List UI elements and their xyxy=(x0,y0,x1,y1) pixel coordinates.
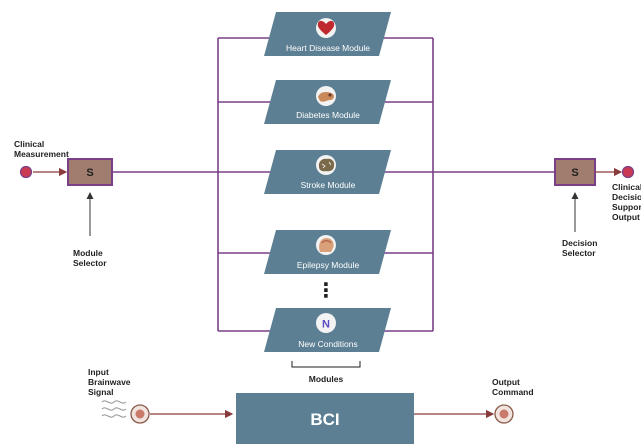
modules-bracket: Modules xyxy=(291,361,361,384)
clinical-measurement-label-line1: Clinical xyxy=(14,139,44,149)
bci-input-port-core xyxy=(135,409,145,419)
module-selector-symbol: S xyxy=(86,167,93,179)
new-condition-icon: N xyxy=(316,313,336,333)
decision-selector-label-line2: Selector xyxy=(562,248,596,258)
module-epilepsy: Epilepsy Module xyxy=(264,230,391,274)
output-label-line1: Clinical xyxy=(612,182,641,192)
heart-icon xyxy=(316,18,336,38)
module-stroke-label: Stroke Module xyxy=(301,180,356,190)
clinical-decision-output: Clinical Decision Support Output xyxy=(595,165,641,222)
module-selector-box xyxy=(67,158,113,186)
modules-caption: Modules xyxy=(309,374,344,384)
decision-selector-label: Decision Selector xyxy=(562,238,600,258)
output-command-label-line1: Output xyxy=(492,377,520,387)
modules-ellipsis: ⋮ xyxy=(316,278,336,302)
output-command-label: Output Command xyxy=(492,377,534,397)
input-brainwave-label: Input Brainwave Signal xyxy=(88,367,133,397)
epilepsy-head-icon xyxy=(316,235,336,255)
bci-box xyxy=(236,393,414,444)
decision-selector-symbol: S xyxy=(571,167,578,179)
output-label-line3: Support xyxy=(612,202,641,212)
brainwave-icon xyxy=(101,400,127,418)
module-new-conditions-label: New Conditions xyxy=(298,339,358,349)
decision-selector-label-line1: Decision xyxy=(562,238,597,248)
new-condition-icon-letter: N xyxy=(322,319,330,331)
module-diabetes-label: Diabetes Module xyxy=(296,110,360,120)
output-label-line4: Output xyxy=(612,212,640,222)
input-brainwave-label-line3: Signal xyxy=(88,387,114,397)
output-label-line2: Decision xyxy=(612,192,641,202)
input-brainwave-label-line2: Brainwave xyxy=(88,377,131,387)
pancreas-icon xyxy=(316,86,336,106)
module-heart-disease: Heart Disease Module xyxy=(264,12,391,56)
module-new-conditions: N New Conditions xyxy=(264,308,391,352)
input-port xyxy=(19,165,33,179)
module-heart-disease-label: Heart Disease Module xyxy=(286,43,370,53)
clinical-decision-output-label: Clinical Decision Support Output xyxy=(612,182,641,222)
input-brainwave-label-line1: Input xyxy=(88,367,109,377)
decision-selector: S Decision Selector xyxy=(554,158,600,258)
clinical-measurement-label-line2: Measurement xyxy=(14,149,69,159)
clinical-measurement-label: Clinical Measurement xyxy=(14,139,69,159)
module-selector-label: Module Selector xyxy=(73,248,107,268)
module-selector-label-line1: Module xyxy=(73,248,103,258)
output-command-label-line2: Command xyxy=(492,387,534,397)
bci-output-port-core xyxy=(499,409,509,419)
module-selector: S Module Selector xyxy=(67,158,113,268)
brain-icon xyxy=(316,155,336,175)
bci-section: Input Brainwave Signal BCI Output Comman… xyxy=(88,367,534,444)
module-stroke: Stroke Module xyxy=(264,150,391,194)
output-port xyxy=(621,165,635,179)
module-epilepsy-label: Epilepsy Module xyxy=(297,260,360,270)
bci-label: BCI xyxy=(310,410,339,429)
module-diabetes: Diabetes Module xyxy=(264,80,391,124)
module-selector-label-line2: Selector xyxy=(73,258,107,268)
clinical-measurement-input: Clinical Measurement xyxy=(14,139,69,179)
